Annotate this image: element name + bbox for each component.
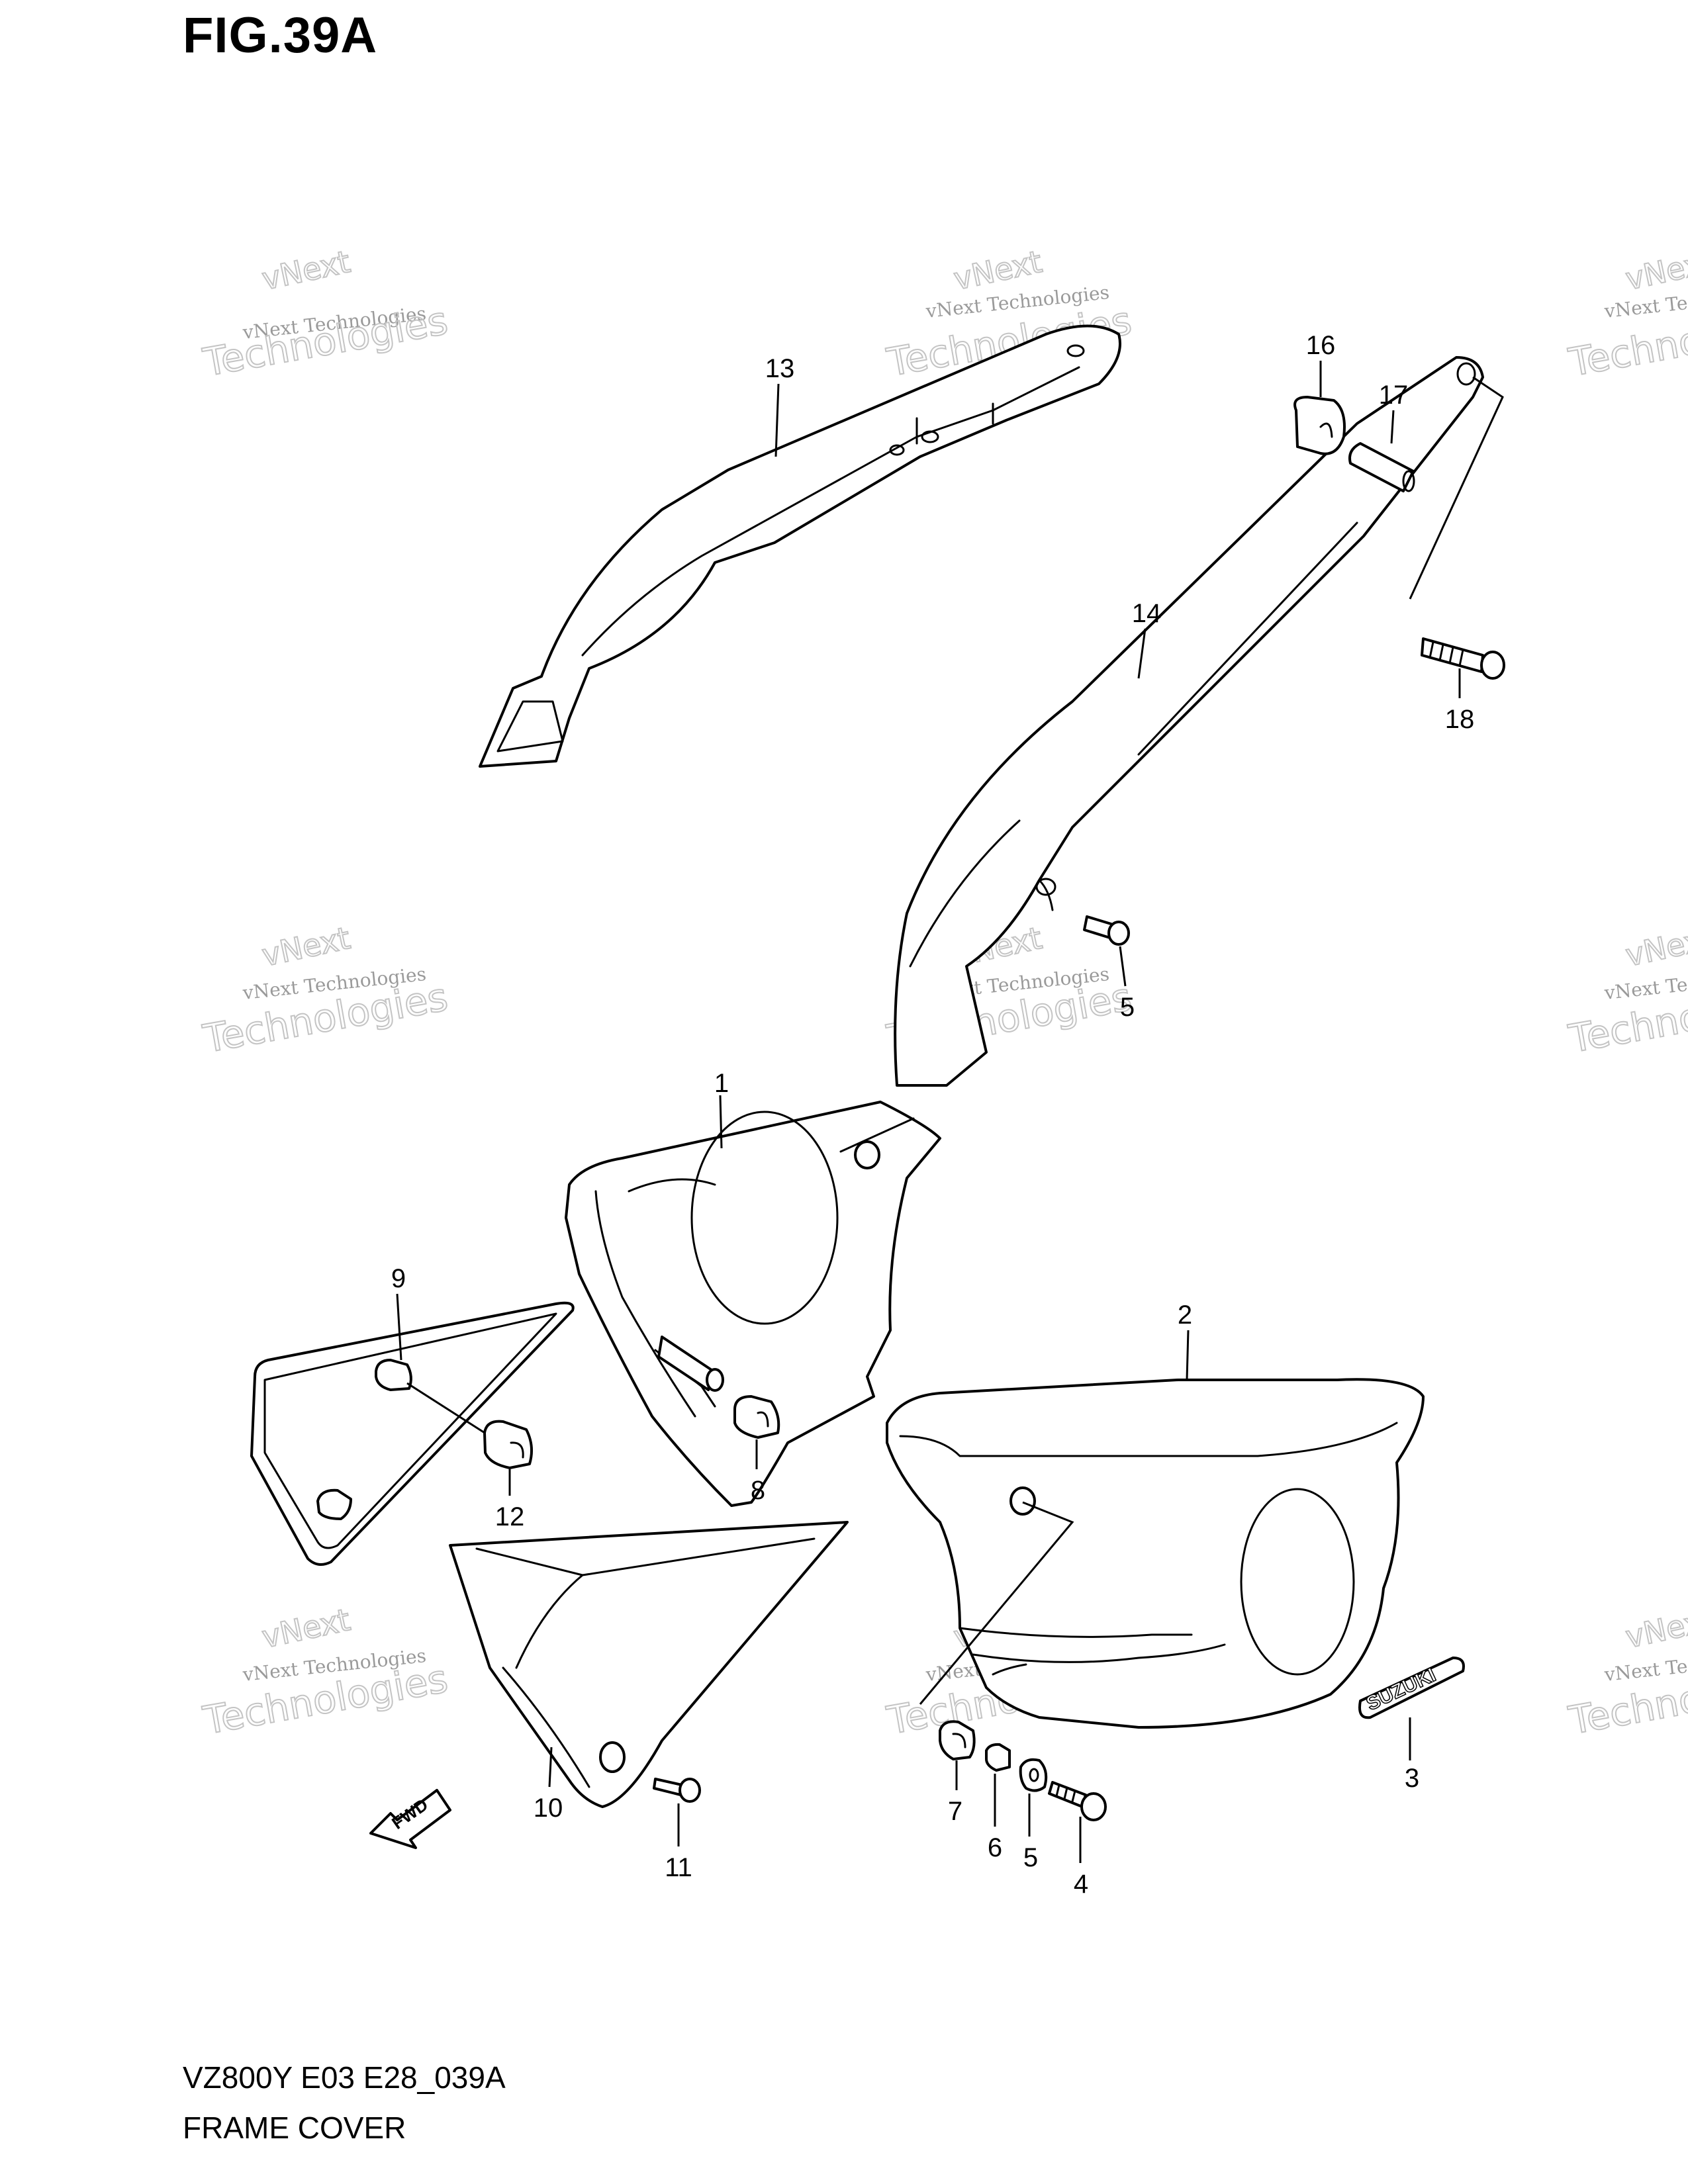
callout-14: 14 — [1132, 599, 1162, 628]
part-2-frame-cover — [886, 1378, 1425, 1729]
figure-code: VZ800Y E03 E28_039A — [183, 2060, 506, 2095]
watermark-bottom-right: vNext vNext Technologies Technologies — [1565, 1601, 1688, 1744]
callout-5-lower: 5 — [1023, 1843, 1038, 1872]
fwd-arrow-icon: FWD — [369, 1789, 451, 1849]
leader-lines — [396, 361, 1461, 1863]
callout-1: 1 — [714, 1069, 729, 1098]
callout-10: 10 — [534, 1794, 563, 1823]
svg-text:vNext: vNext — [1622, 244, 1688, 297]
part-11-screw — [653, 1778, 701, 1803]
part-3-emblem: SUZUKI — [1358, 1657, 1465, 1719]
part-10-side-cover — [449, 1521, 849, 1808]
callout-labels: 1 2 3 4 5 5 6 7 8 9 10 11 12 13 14 16 17… — [391, 331, 1474, 1899]
lead-line-18 — [1409, 376, 1504, 600]
lead-line-12 — [406, 1382, 491, 1437]
callout-4: 4 — [1074, 1870, 1088, 1899]
callout-18: 18 — [1445, 705, 1475, 734]
callout-17: 17 — [1379, 381, 1409, 410]
part-12-grommet — [483, 1420, 534, 1469]
watermark-bottom-left: vNext vNext Technologies Technologies — [199, 1601, 452, 1744]
callout-8: 8 — [751, 1476, 765, 1505]
part-8-grommet — [733, 1395, 780, 1439]
callout-2: 2 — [1178, 1300, 1192, 1330]
part-14-rail-cover — [894, 356, 1484, 1087]
part-9-side-cover — [250, 1301, 575, 1566]
svg-text:Technologies: Technologies — [200, 298, 451, 385]
part-18-bolt — [1421, 637, 1505, 680]
callout-7: 7 — [948, 1797, 962, 1826]
part-4-bolt — [1048, 1781, 1107, 1821]
svg-text:vNext: vNext — [1622, 1602, 1688, 1655]
callout-3: 3 — [1405, 1764, 1419, 1793]
callout-11: 11 — [665, 1853, 692, 1882]
watermark-top-left: vNext vNext Technologies Technologies — [199, 243, 452, 386]
lead-line-7 — [919, 1501, 1074, 1705]
part-16-cushion — [1293, 396, 1346, 455]
part-6-collar — [985, 1743, 1011, 1772]
svg-text:vNext: vNext — [259, 1602, 353, 1655]
callout-13: 13 — [765, 354, 795, 383]
watermark-top-right: vNext vNext Technologies Technologies — [1565, 243, 1688, 386]
svg-text:vNext: vNext — [259, 244, 353, 297]
svg-text:vNext: vNext — [259, 920, 353, 974]
callout-12: 12 — [495, 1502, 525, 1531]
part-13-rail-cover — [479, 324, 1121, 768]
callout-9: 9 — [391, 1264, 406, 1293]
watermark-middle-right: vNext vNext Technologies Technologies — [1565, 919, 1688, 1062]
part-7-grommet — [939, 1720, 976, 1760]
svg-text:vNext: vNext — [1622, 920, 1688, 974]
callout-16: 16 — [1306, 331, 1336, 360]
part-5-bolt-upper — [1083, 915, 1130, 946]
part-5-washer — [1019, 1758, 1048, 1792]
part-1-frame-cover — [565, 1101, 941, 1507]
figure-title: FIG.39A — [183, 7, 378, 64]
callout-6: 6 — [988, 1833, 1002, 1862]
callout-5-upper: 5 — [1120, 993, 1135, 1022]
part-17-collar — [1348, 442, 1415, 492]
watermark-middle-left: vNext vNext Technologies Technologies — [199, 919, 452, 1062]
figure-name: FRAME COVER — [183, 2111, 406, 2145]
